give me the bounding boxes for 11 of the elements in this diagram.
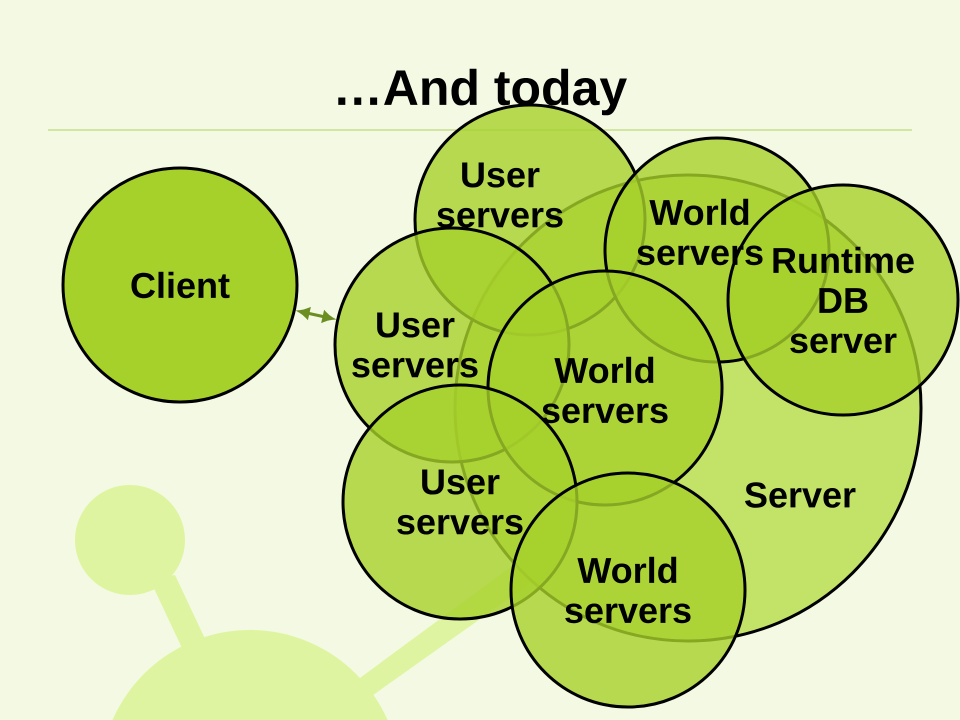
node-label: Server bbox=[745, 482, 856, 508]
node-label: Runtime DB server bbox=[773, 246, 914, 354]
node-label: User servers bbox=[352, 312, 478, 378]
node-label: World servers bbox=[565, 556, 691, 624]
node-label: User servers bbox=[397, 469, 523, 535]
node-label: Client bbox=[131, 272, 230, 298]
server-circle bbox=[62, 166, 298, 404]
node-label: User servers bbox=[437, 162, 563, 228]
node-label: World servers bbox=[542, 356, 668, 424]
title: …And today bbox=[338, 68, 627, 116]
arrow bbox=[298, 308, 334, 322]
